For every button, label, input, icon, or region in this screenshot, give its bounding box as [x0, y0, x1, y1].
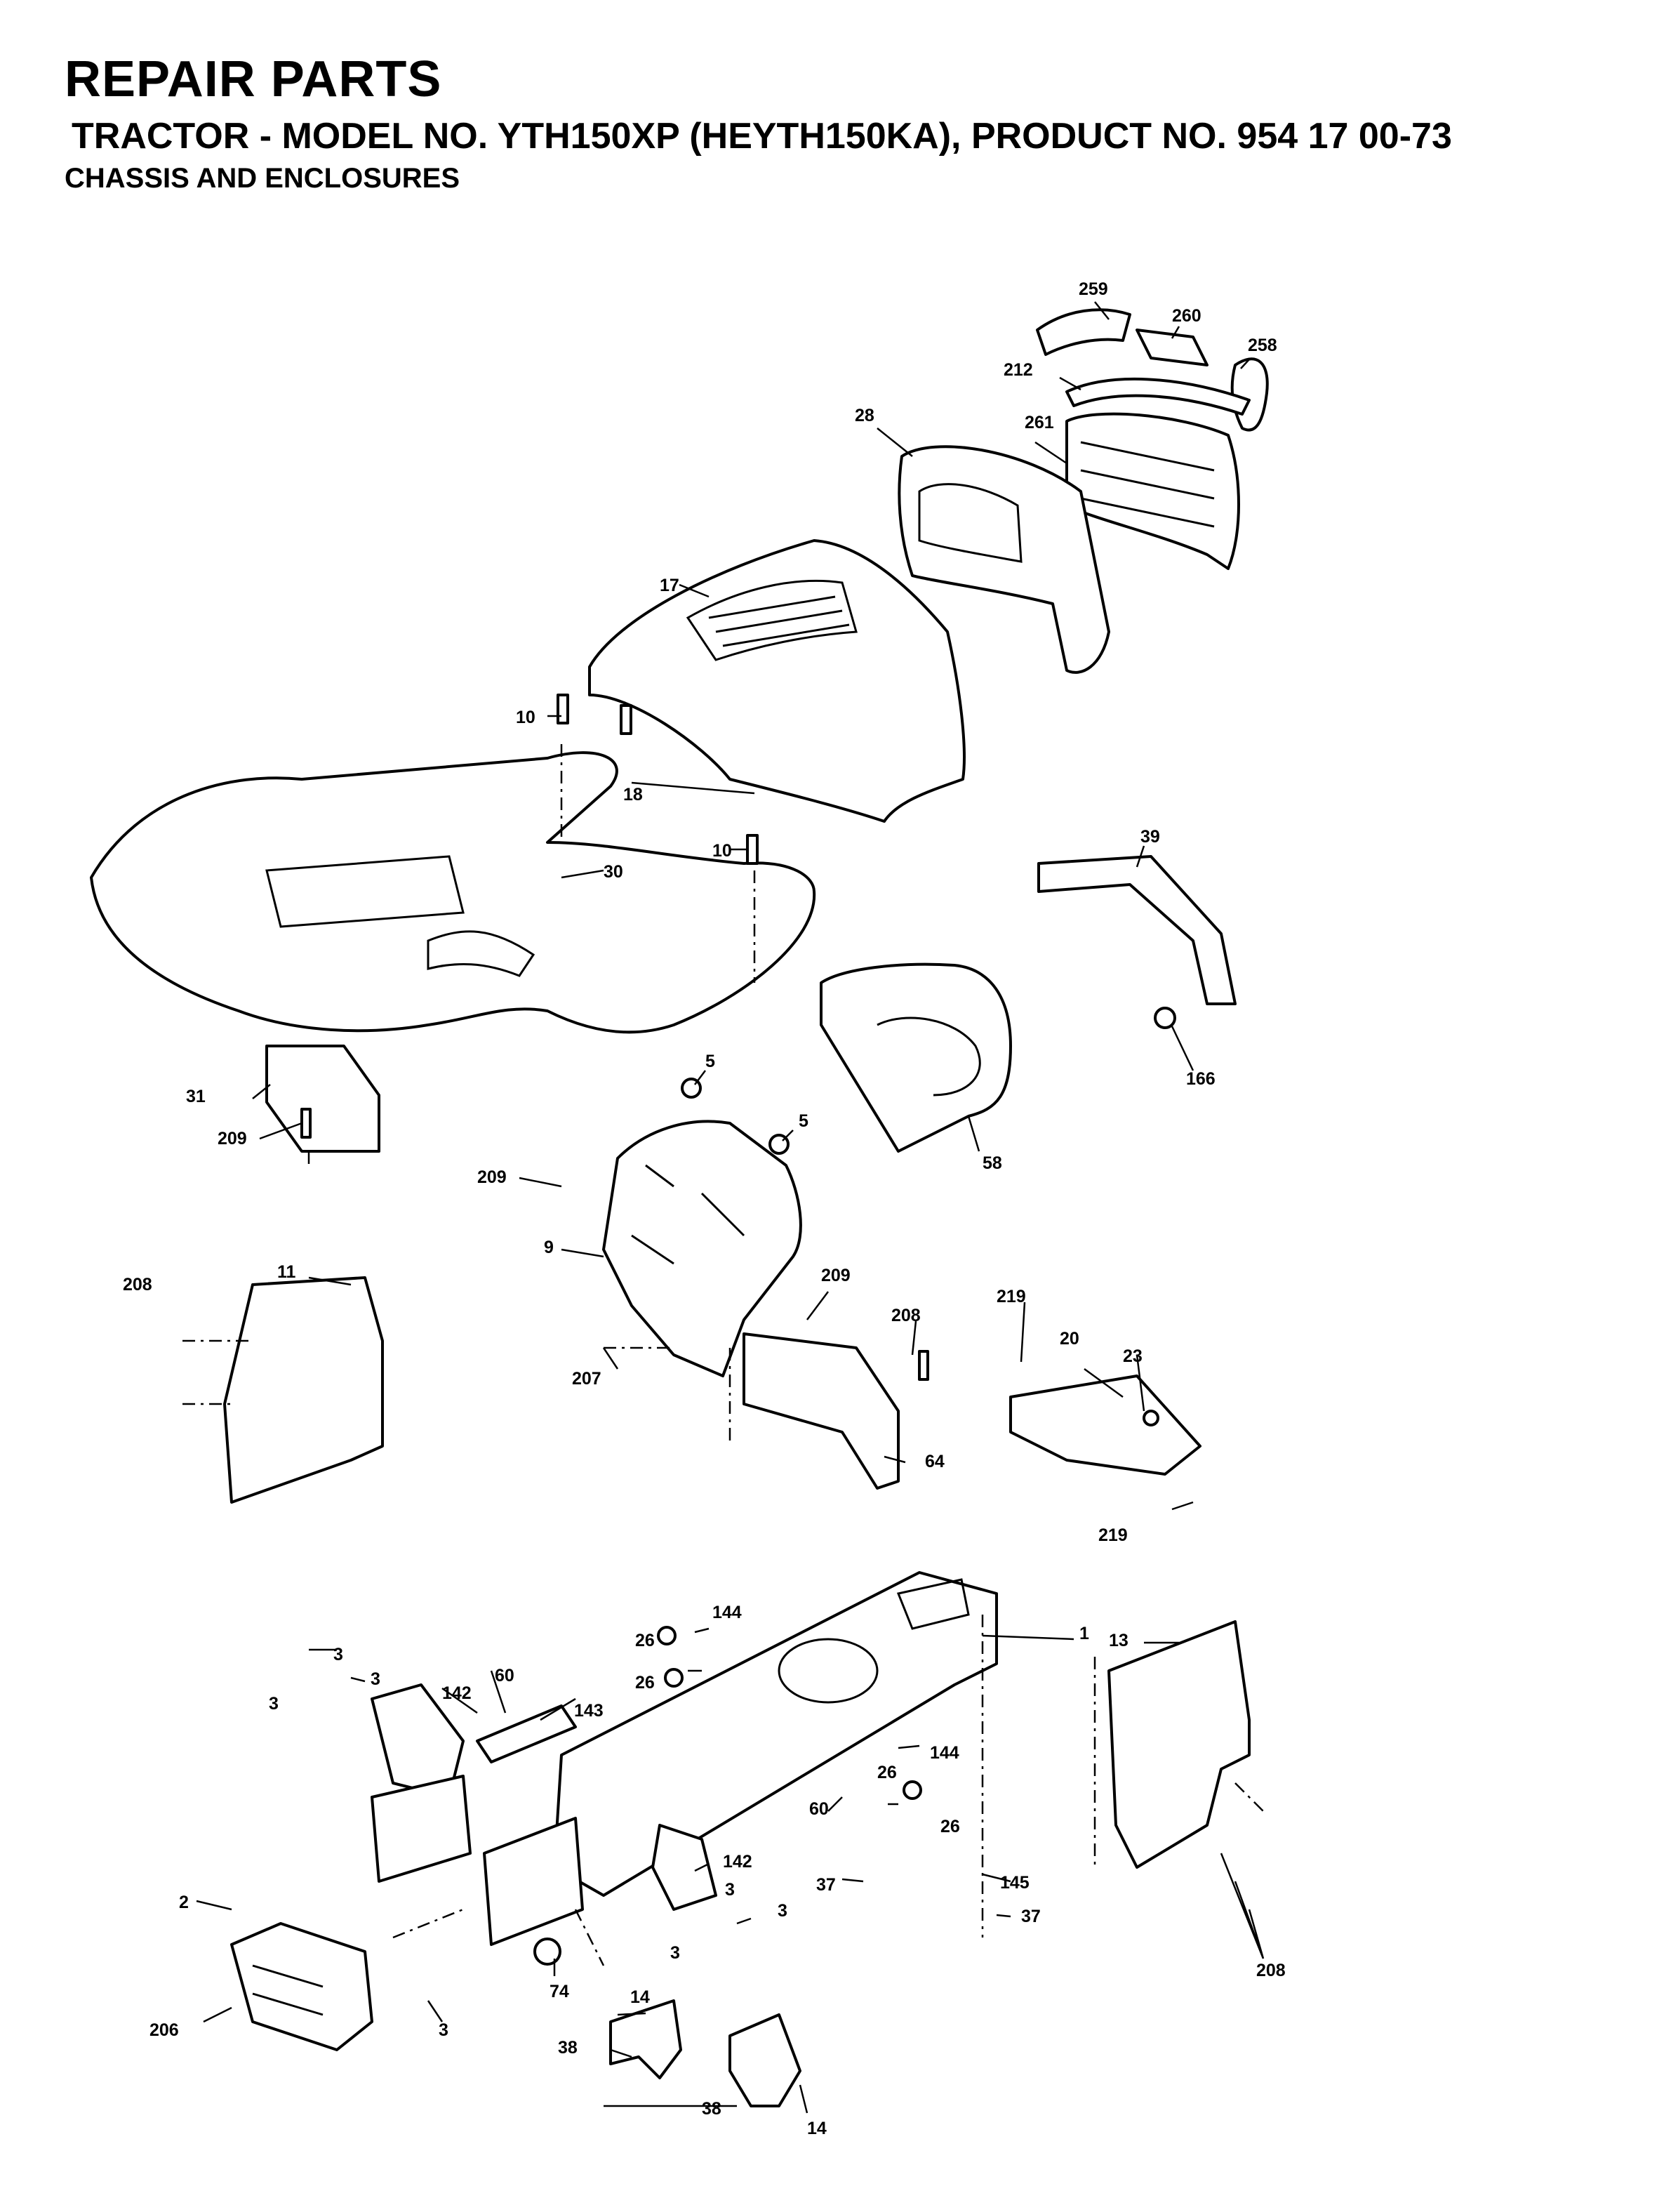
grille-261 [1065, 412, 1240, 570]
front-plate-2 [230, 1922, 373, 2051]
callout-142b: 142 [723, 1852, 752, 1872]
callout-31: 31 [186, 1087, 206, 1106]
callout-3d: 3 [725, 1880, 735, 1900]
callout-3c: 3 [269, 1694, 279, 1714]
callout-5a: 5 [705, 1052, 715, 1071]
leader-lines [196, 301, 1265, 2114]
callout-30: 30 [604, 862, 623, 882]
callout-206: 206 [149, 2020, 179, 2040]
callout-58: 58 [983, 1153, 1002, 1173]
callout-143: 143 [574, 1701, 604, 1721]
callout-18: 18 [623, 785, 643, 804]
side-plate-left [371, 1775, 472, 1883]
callout-17: 17 [660, 576, 679, 595]
plate-13 [1107, 1620, 1251, 1869]
dash-panel-28 [898, 445, 1110, 674]
hood-17 [588, 539, 966, 823]
callout-37a: 37 [816, 1875, 836, 1895]
callout-23: 23 [1123, 1346, 1143, 1366]
callout-60b: 60 [809, 1799, 829, 1819]
callout-39: 39 [1140, 827, 1160, 847]
model-subtitle: TRACTOR - MODEL NO. YTH150XP (HEYTH150KA… [72, 116, 1452, 157]
callout-26d: 26 [940, 1817, 960, 1836]
callout-145: 145 [1000, 1873, 1030, 1893]
callout-2: 2 [179, 1893, 189, 1912]
shield-58 [820, 962, 1012, 1153]
callout-10b: 10 [712, 841, 732, 861]
callout-166: 166 [1186, 1069, 1216, 1089]
grille-insert-259 [1036, 308, 1131, 356]
support-bracket-39 [1037, 855, 1237, 1005]
bracket-64 [743, 1332, 900, 1490]
page-title: REPAIR PARTS [65, 51, 442, 107]
headlight-lens-258 [1230, 357, 1269, 432]
section-title: CHASSIS AND ENCLOSURES [65, 163, 460, 194]
callout-142a: 142 [442, 1683, 472, 1703]
callout-26a: 26 [635, 1631, 655, 1650]
callout-26b: 26 [635, 1673, 655, 1693]
callout-258: 258 [1248, 336, 1277, 355]
assembly-dashed-lines [182, 744, 1264, 1966]
callout-3f: 3 [670, 1943, 680, 1963]
callout-212: 212 [1004, 360, 1033, 380]
callout-13: 13 [1109, 1631, 1129, 1650]
callout-208c: 208 [1256, 1961, 1286, 1980]
callout-14b: 14 [807, 2119, 827, 2138]
side-plate-center [483, 1817, 584, 1946]
callout-9: 9 [544, 1238, 554, 1257]
bracket-20 [1009, 1375, 1201, 1476]
bracket-38-right [728, 2013, 801, 2107]
callout-3a: 3 [333, 1645, 343, 1664]
callout-3g: 3 [439, 2020, 448, 2040]
callout-10a: 10 [516, 708, 535, 727]
callout-261: 261 [1025, 413, 1054, 432]
bracket-38-left [609, 1999, 682, 2079]
frame-1 [553, 1571, 998, 1897]
callout-28: 28 [855, 406, 874, 425]
hood-trim-212 [1065, 377, 1251, 416]
callout-3e: 3 [778, 1901, 787, 1921]
callout-37b: 37 [1021, 1907, 1041, 1926]
plate-11 [223, 1276, 384, 1504]
grille-insert-260 [1136, 329, 1209, 366]
callout-11: 11 [277, 1262, 296, 1282]
callout-5b: 5 [799, 1111, 808, 1131]
callout-207: 207 [572, 1369, 601, 1389]
callout-26c: 26 [877, 1763, 897, 1782]
callout-208b: 208 [891, 1306, 921, 1325]
bracket-31 [265, 1045, 380, 1153]
callout-64: 64 [925, 1452, 945, 1471]
console-panel-9 [602, 1120, 802, 1377]
callout-208a: 208 [123, 1275, 152, 1294]
callout-1: 1 [1079, 1624, 1089, 1643]
callout-219a: 219 [997, 1287, 1026, 1306]
callout-260: 260 [1172, 306, 1201, 326]
plate-142-right [651, 1824, 717, 1911]
brace-143 [476, 1704, 577, 1763]
callout-38a: 38 [558, 2038, 578, 2058]
callout-209b: 209 [477, 1167, 507, 1187]
callout-3b: 3 [371, 1669, 380, 1689]
callout-209a: 209 [218, 1129, 247, 1148]
callout-74: 74 [550, 1982, 569, 2001]
fender-30 [90, 751, 816, 1034]
callout-144b: 144 [930, 1743, 959, 1763]
callout-209c: 209 [821, 1266, 851, 1285]
callout-20: 20 [1060, 1329, 1079, 1349]
callout-14a: 14 [630, 1987, 650, 2007]
callout-219b: 219 [1098, 1525, 1128, 1545]
callout-38b: 38 [702, 2099, 721, 2119]
callout-60a: 60 [495, 1666, 514, 1686]
plate-142-left [371, 1683, 465, 1799]
callout-259: 259 [1079, 279, 1108, 299]
callout-labels: 259 260 258 212 261 28 17 10 18 10 30 39… [123, 279, 1286, 2138]
callout-144a: 144 [712, 1603, 742, 1622]
